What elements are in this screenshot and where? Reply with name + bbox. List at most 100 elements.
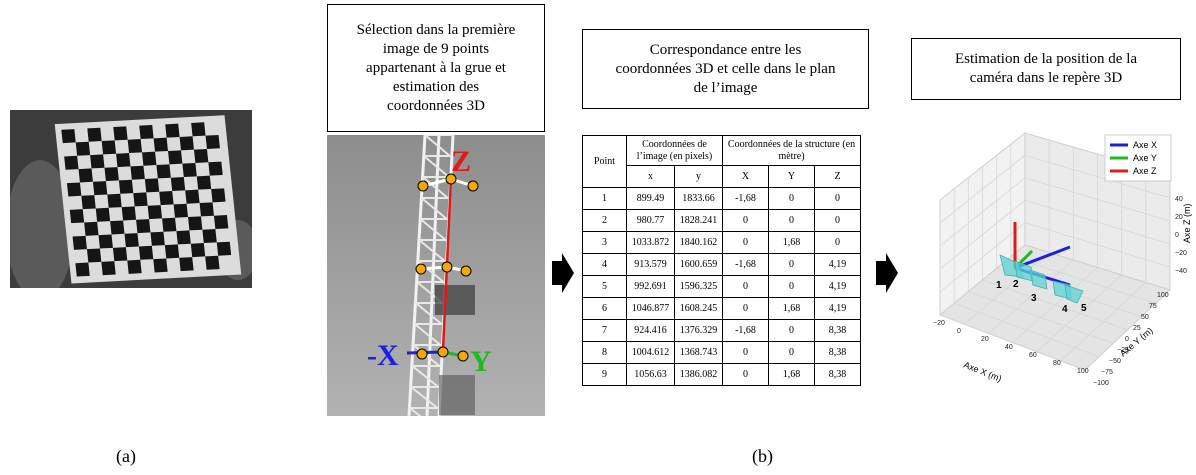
legend-label: Axe X [1133, 140, 1157, 150]
table-cell: -1,68 [722, 253, 769, 276]
table-header-point: Point [582, 135, 627, 188]
marker-point [437, 346, 449, 358]
x-tick-label: −20 [933, 320, 945, 327]
y-tick-label: −75 [1101, 369, 1113, 376]
x-label: -X [367, 339, 399, 372]
camera-frustums [999, 254, 1084, 304]
table-cell: 1056.63 [626, 363, 675, 386]
table-cell: 980.77 [626, 209, 675, 232]
camera-frustum [1064, 284, 1084, 304]
y-tick-label: 25 [1133, 325, 1141, 332]
caption-a: (a) [116, 446, 136, 466]
table-cell: 1046.877 [626, 297, 675, 320]
marker-point [460, 265, 472, 277]
x-tick-label: 100 [1077, 368, 1089, 375]
table-cell: 2 [582, 209, 627, 232]
y-tick-label: 50 [1141, 314, 1149, 321]
camera-pose-3d-plot: 1 2 3 4 5 −200204060801001007550250−25−5… [933, 131, 1192, 387]
x-tick-label: 0 [957, 328, 961, 335]
table-cell: 8,38 [814, 363, 861, 386]
y-tick-label: 100 [1157, 292, 1169, 299]
table-cell: 1004.612 [626, 341, 675, 364]
arrow-right-icon [876, 253, 898, 293]
selection-text-line: coordonnées 3D [387, 97, 485, 114]
z-label: Z [451, 145, 471, 178]
table-cell: 0 [768, 187, 815, 210]
table-cell: 1828.241 [674, 209, 723, 232]
table-cell: -1,68 [722, 319, 769, 342]
table-cell: 9 [582, 363, 627, 386]
table-subheader: Z [814, 165, 861, 188]
table-cell: 1596.325 [674, 275, 723, 298]
camera-frustum [1029, 269, 1048, 290]
crane-photo: Z -X Y [327, 135, 545, 416]
table-cell: 4,19 [814, 297, 861, 320]
marker-point [445, 173, 457, 185]
arrow-right-icon [552, 253, 574, 293]
selection-text-line: image de 9 points [382, 40, 490, 57]
table-cell: 1833.66 [674, 187, 723, 210]
selection-text-line: appartenant à la grue et [366, 59, 506, 76]
z-tick-label: 20 [1175, 214, 1183, 221]
table-cell: 5 [582, 275, 627, 298]
x-tick-label: 60 [1029, 352, 1037, 359]
table-cell: 8,38 [814, 319, 861, 342]
table-cell: 0 [768, 319, 815, 342]
y-tick-label: −25 [1117, 347, 1129, 354]
table-cell: 1608.245 [674, 297, 723, 320]
table-cell: 0 [722, 231, 769, 254]
marker-point [415, 263, 427, 275]
table-cell: 8 [582, 341, 627, 364]
table-cell: 0 [768, 341, 815, 364]
marker-point [417, 180, 429, 192]
table-cell: 8,38 [814, 341, 861, 364]
table-cell: 1033.872 [626, 231, 675, 254]
camera-label: 1 [996, 280, 1002, 291]
x-tick-label: 40 [1005, 344, 1013, 351]
checkerboard-photo [10, 110, 252, 288]
table-cell: 924.416 [626, 319, 675, 342]
correspondance-text-line: de l’image [693, 79, 758, 96]
z-tick-label: 0 [1175, 232, 1179, 239]
selection-text-line: estimation des [392, 78, 480, 95]
legend-label: Axe Z [1133, 166, 1157, 176]
estimation-text-line: Estimation de la position de la [954, 51, 1138, 67]
correspondance-box: Correspondance entre les coordonnées 3D … [582, 29, 869, 109]
estimation-text-line: caméra dans le repère 3D [969, 70, 1123, 86]
table-cell: 913.579 [626, 253, 675, 276]
table-cell: 4 [582, 253, 627, 276]
y-tick-label: 0 [1125, 336, 1129, 343]
table-header-image: Coordonnées de l’image (en pixels) [626, 135, 723, 166]
table-cell: 0 [768, 209, 815, 232]
selection-text-line: Sélection dans la première [356, 21, 516, 38]
table-cell: 0 [722, 297, 769, 320]
table-cell: 0 [814, 187, 861, 210]
table-cell: 1,68 [768, 231, 815, 254]
z-tick-label: −20 [1175, 250, 1187, 257]
z-tick-label: 40 [1175, 196, 1183, 203]
table-subheader: y [674, 165, 723, 188]
table-cell: 0 [768, 253, 815, 276]
table-cell: 1,68 [768, 363, 815, 386]
table-cell: 1386.082 [674, 363, 723, 386]
table-cell: 1840.162 [674, 231, 723, 254]
camera-label: 3 [1031, 293, 1037, 304]
table-cell: 3 [582, 231, 627, 254]
crane-image: Z -X Y [367, 135, 492, 416]
table-cell: 0 [722, 341, 769, 364]
y-tick-label: −100 [1093, 380, 1109, 387]
table-cell: 0 [814, 231, 861, 254]
selection-box: Sélection dans la première image de 9 po… [327, 4, 545, 132]
table-cell: 0 [814, 209, 861, 232]
table-cell: 1,68 [768, 297, 815, 320]
table-cell: 4,19 [814, 275, 861, 298]
x-tick-label: 80 [1053, 360, 1061, 367]
y-tick-label: 75 [1149, 303, 1157, 310]
